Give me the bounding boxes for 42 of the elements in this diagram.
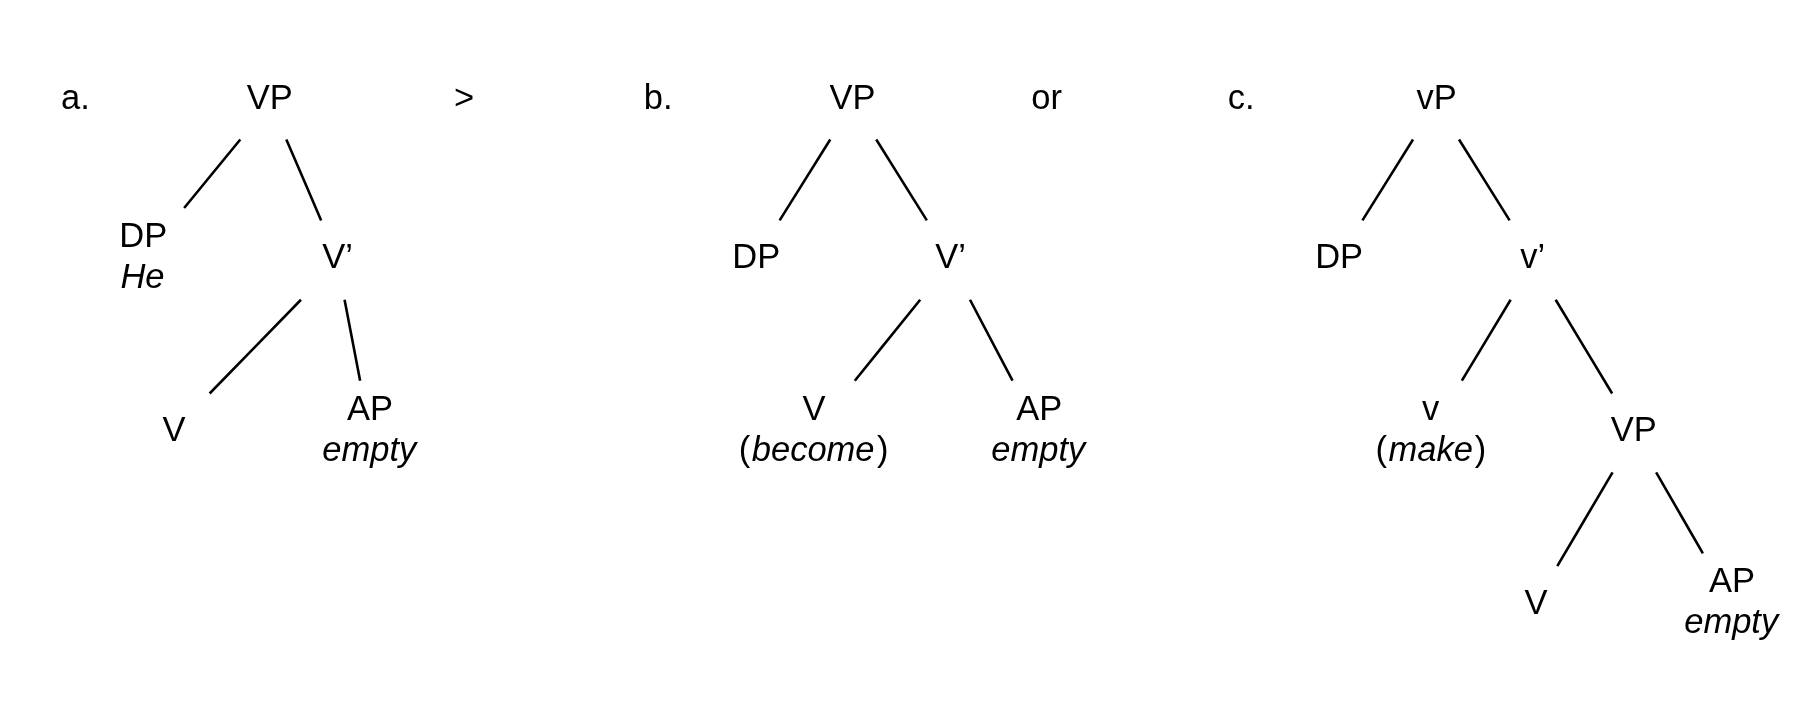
connector (1555, 471, 1614, 567)
node-text: v’ (1519, 236, 1545, 275)
node-text: DP (731, 236, 780, 275)
label: > (453, 77, 474, 116)
connector (1360, 138, 1414, 221)
connector (342, 299, 361, 381)
label: a. (60, 77, 90, 116)
node-text: VP (828, 77, 876, 116)
connector (1654, 471, 1704, 554)
node-text: AP (1015, 388, 1062, 426)
node-text: V (162, 409, 186, 448)
node-label: (become) (738, 429, 888, 468)
node-label: empty (1683, 601, 1778, 640)
node-text: VP (1610, 409, 1657, 448)
label: b. (643, 77, 673, 116)
node-text: DP (1314, 236, 1363, 275)
node-text: DP (118, 215, 167, 254)
node-text: V (802, 388, 826, 426)
node-text: V (1524, 582, 1548, 621)
connector (1554, 298, 1613, 394)
connector (208, 298, 302, 394)
node-label: empty (990, 429, 1085, 468)
connector (874, 138, 928, 221)
node-text: v (1421, 388, 1439, 426)
connector (1457, 138, 1511, 221)
node-text: V’ (321, 236, 353, 275)
connector (853, 298, 921, 381)
connector (284, 138, 322, 221)
connector (1460, 298, 1512, 381)
label: c. (1227, 77, 1255, 116)
node-text: AP (1708, 560, 1755, 599)
node-text: VP (246, 77, 293, 116)
node-label: He (119, 256, 165, 295)
node-label: empty (321, 429, 416, 468)
connector (182, 138, 241, 209)
node-text: AP (346, 388, 393, 426)
connector (968, 298, 1014, 381)
label: or (1030, 77, 1062, 116)
node-label: (make) (1375, 429, 1486, 468)
connector (778, 138, 831, 221)
node-text: vP (1416, 77, 1457, 116)
node-text: V’ (934, 236, 966, 275)
